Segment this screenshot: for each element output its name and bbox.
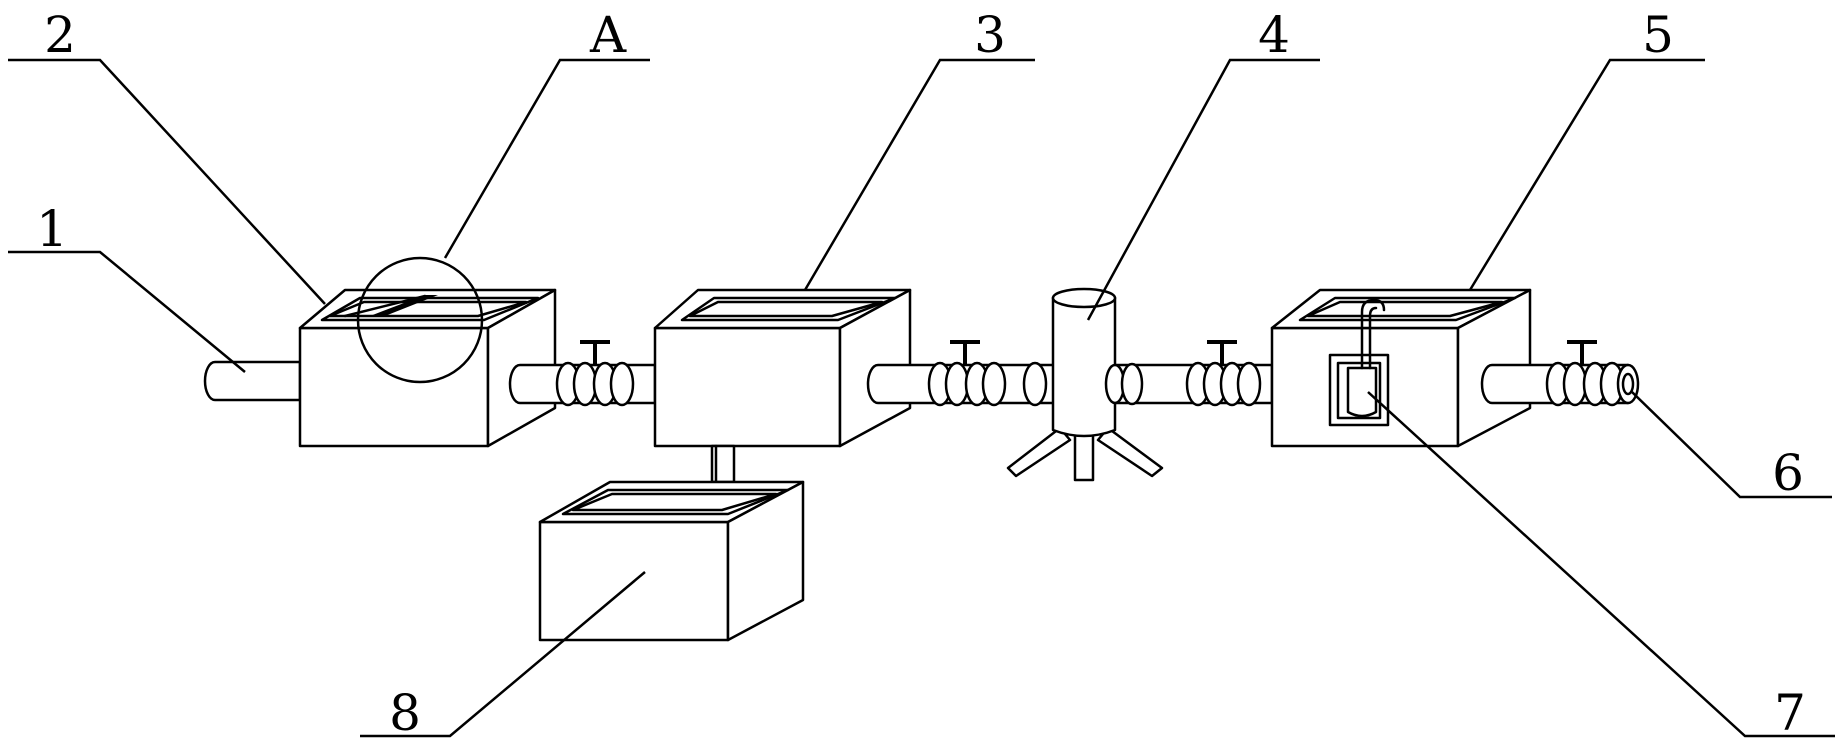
leader-8 (360, 571, 646, 738)
pipe-4-5 (1104, 340, 1274, 407)
pipe-3-4 (866, 340, 1062, 407)
leader-2 (8, 58, 326, 305)
label-1: 1 (36, 200, 68, 258)
label-5: 5 (1642, 6, 1674, 64)
leader-6 (1631, 391, 1832, 499)
label-4: 4 (1258, 6, 1290, 64)
label-2: 2 (44, 6, 76, 64)
column-4 (1006, 287, 1164, 482)
label-8: 8 (389, 684, 421, 742)
leader-4 (1086, 58, 1320, 321)
leader-7 (1367, 391, 1835, 738)
leader-5 (1468, 58, 1705, 291)
label-3: 3 (974, 6, 1006, 64)
pipe-2-3 (508, 340, 657, 407)
tank-2 (298, 288, 557, 448)
tank-8 (538, 480, 805, 642)
drain-pipe (710, 444, 736, 484)
detail-circle-a (356, 256, 484, 384)
leader-a (443, 58, 650, 259)
leader-3 (803, 58, 1035, 291)
inlet-pipe (203, 360, 302, 402)
label-a: A (589, 6, 627, 64)
label-7: 7 (1774, 684, 1806, 742)
label-6: 6 (1772, 444, 1804, 502)
leader-1 (8, 250, 246, 373)
